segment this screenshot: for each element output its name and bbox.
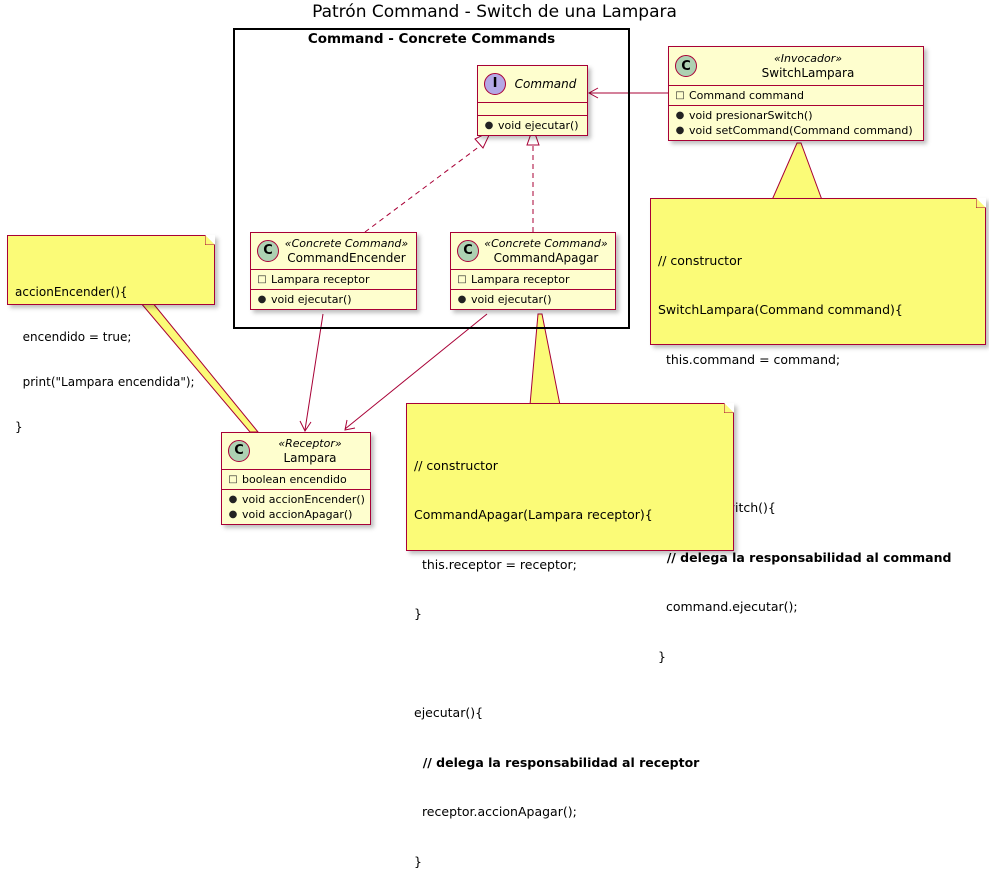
- methods-section: ●void presionarSwitch() ●void setCommand…: [669, 106, 923, 140]
- methods-section: ●void ejecutar(): [451, 290, 615, 309]
- class-command: I Command ●void ejecutar(): [477, 65, 588, 136]
- public-icon: ●: [457, 294, 467, 305]
- note-line: this.receptor = receptor;: [414, 556, 577, 572]
- note-line: this.command = command;: [658, 351, 841, 367]
- association-arrowhead: [344, 419, 356, 431]
- note-line: [414, 656, 726, 673]
- class-name: CommandApagar: [493, 251, 599, 265]
- fields-section: □boolean encendido: [222, 470, 370, 490]
- note-line: // delega la responsabilidad al receptor: [414, 754, 700, 770]
- note-line: receptor.accionApagar();: [414, 804, 577, 819]
- association-apagar-lampara: [344, 313, 488, 430]
- note-line: }: [414, 853, 422, 869]
- fields-section: [478, 103, 587, 116]
- method-row: ●void accionApagar(): [228, 508, 353, 521]
- private-icon: □: [457, 274, 467, 285]
- class-stereotype: «Invocador»: [773, 52, 843, 65]
- class-icon: C: [257, 240, 279, 262]
- association-arrowhead: [587, 87, 599, 99]
- field-row: □Command command: [675, 89, 804, 102]
- class-stereotype: «Receptor»: [278, 437, 342, 450]
- diagram-title: Patrón Command - Switch de una Lampara: [312, 2, 677, 22]
- note-line: CommandApagar(Lampara receptor){: [414, 507, 653, 522]
- methods-section: ●void ejecutar(): [251, 290, 416, 309]
- note-line: }: [414, 606, 422, 621]
- class-stereotype: «Concrete Command»: [284, 237, 409, 250]
- public-icon: ●: [484, 120, 494, 131]
- note-line: accionEncender(){: [15, 285, 128, 299]
- package-title: Command - Concrete Commands: [307, 31, 556, 47]
- note-line: ejecutar(){: [414, 705, 484, 720]
- note-line: // constructor: [658, 252, 742, 268]
- class-stereotype: «Concrete Command»: [484, 237, 608, 250]
- note-line: encendido = true;: [15, 330, 132, 344]
- class-name: CommandEncender: [287, 251, 406, 265]
- note-fold-icon: [724, 403, 734, 413]
- association-encender-lampara: [304, 313, 324, 431]
- class-command-encender: C «Concrete Command» CommandEncender □La…: [250, 232, 417, 310]
- private-icon: □: [675, 90, 685, 101]
- class-name: SwitchLampara: [761, 66, 855, 80]
- method-row: ●void ejecutar(): [484, 119, 579, 132]
- field-row: □Lampara receptor: [457, 273, 570, 286]
- class-switch-lampara: C «Invocador» SwitchLampara □Command com…: [668, 46, 924, 141]
- method-row: ●void ejecutar(): [257, 293, 352, 306]
- class-command-apagar: C «Concrete Command» CommandApagar □Lamp…: [450, 232, 616, 310]
- public-icon: ●: [675, 110, 685, 121]
- note-line: print("Lampara encendida");: [15, 375, 195, 389]
- class-lampara: C «Receptor» Lampara □boolean encendido …: [221, 432, 371, 525]
- realization-encender-command: [364, 142, 485, 233]
- note-line: // constructor: [414, 457, 498, 473]
- fields-section: □Lampara receptor: [451, 270, 615, 290]
- class-name: Command: [514, 77, 577, 91]
- field-row: □boolean encendido: [228, 473, 347, 486]
- method-row: ●void ejecutar(): [457, 293, 552, 306]
- note-connector-right: [771, 142, 823, 201]
- class-name: Lampara: [283, 451, 337, 465]
- note-line: SwitchLampara(Command command){: [658, 302, 903, 317]
- methods-section: ●void ejecutar(): [478, 116, 587, 135]
- private-icon: □: [228, 474, 238, 485]
- note-line: }: [15, 420, 23, 434]
- method-row: ●void accionEncender(): [228, 493, 365, 506]
- method-row: ●void setCommand(Command command): [675, 124, 913, 137]
- realization-arrowhead-apagar: [526, 126, 540, 146]
- public-icon: ●: [228, 494, 238, 505]
- field-row: □Lampara receptor: [257, 273, 370, 286]
- fields-section: □Lampara receptor: [251, 270, 416, 290]
- methods-section: ●void accionEncender() ●void accionApaga…: [222, 490, 370, 524]
- method-row: ●void presionarSwitch(): [675, 109, 813, 122]
- private-icon: □: [257, 274, 267, 285]
- note-accion-encender: accionEncender(){ encendido = true; prin…: [7, 235, 215, 434]
- note-switch-lampara: // constructor SwitchLampara(Command com…: [650, 198, 986, 664]
- package-concrete-commands: Command - Concrete Commands: [233, 28, 630, 329]
- fields-section: □Command command: [669, 86, 923, 106]
- interface-icon: I: [484, 73, 506, 95]
- class-icon: C: [457, 240, 479, 262]
- note-command-apagar: // constructor CommandApagar(Lampara rec…: [406, 403, 734, 869]
- class-icon: C: [675, 55, 697, 77]
- note-fold-icon: [976, 198, 986, 208]
- note-fold-icon: [205, 235, 215, 245]
- public-icon: ●: [228, 509, 238, 520]
- public-icon: ●: [257, 294, 267, 305]
- association-arrowhead: [299, 420, 312, 432]
- public-icon: ●: [675, 125, 685, 136]
- class-icon: C: [228, 440, 250, 462]
